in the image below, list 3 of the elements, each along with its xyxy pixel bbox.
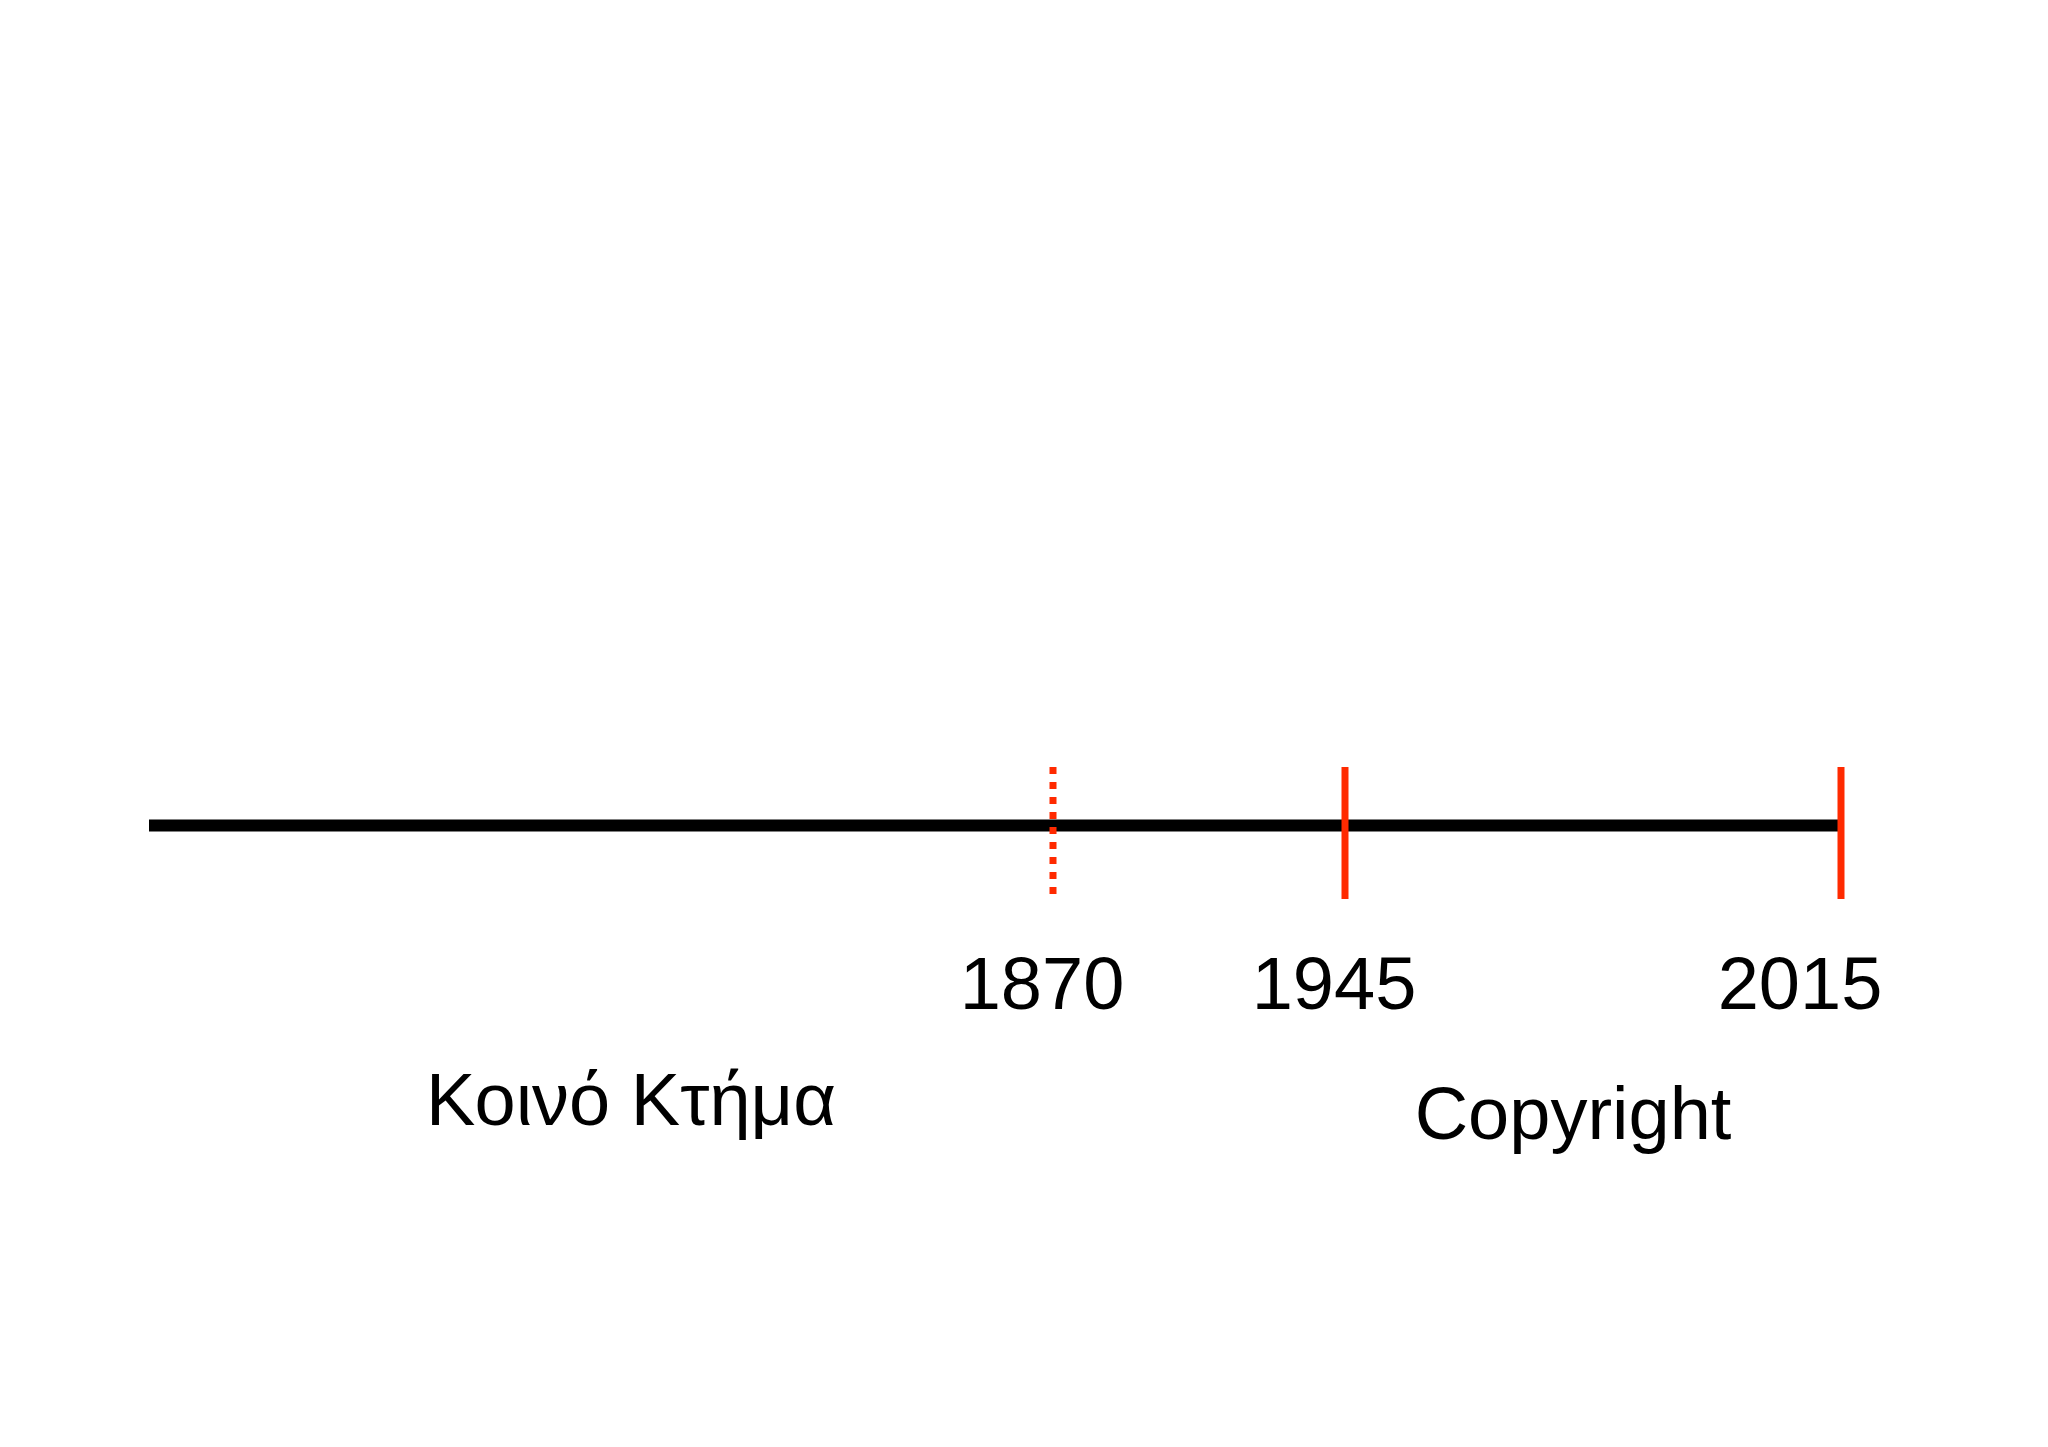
year-label: 1870	[959, 947, 1125, 1021]
year-label: 1945	[1251, 947, 1417, 1021]
year-label: 2015	[1717, 947, 1883, 1021]
